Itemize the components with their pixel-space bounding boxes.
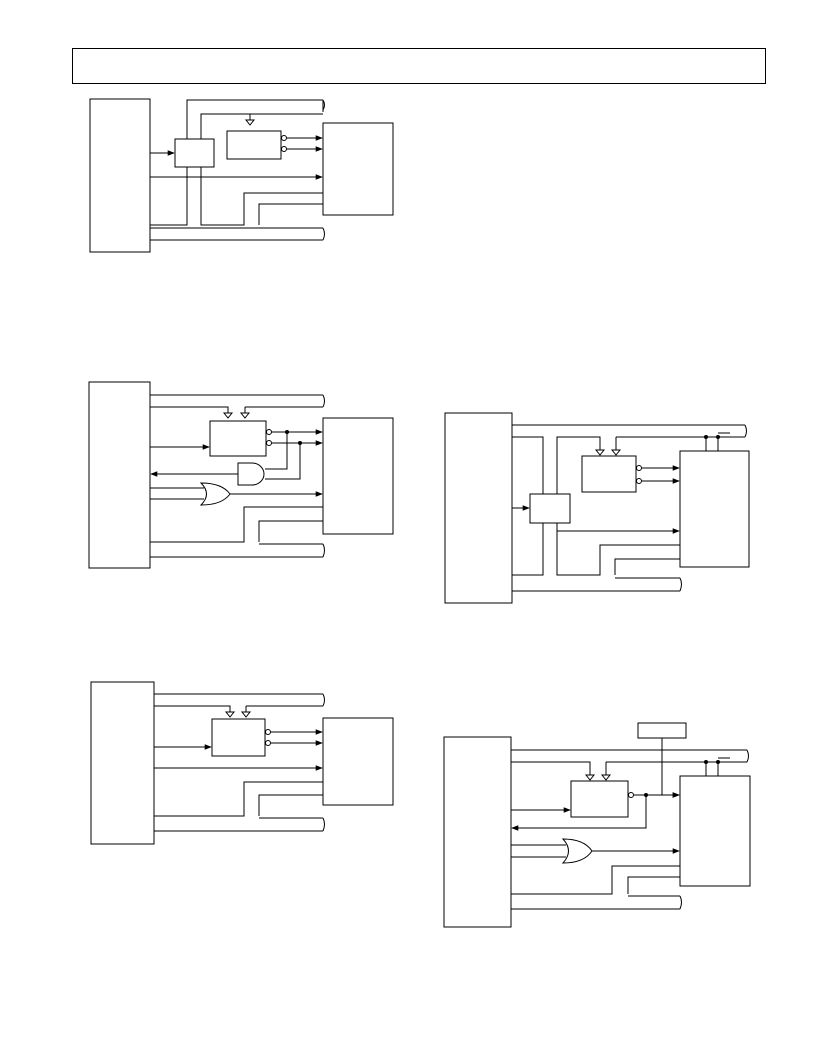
converter-block	[680, 776, 750, 886]
bus-to-decoder	[201, 114, 323, 139]
host-processor-block	[89, 382, 150, 568]
latch-block	[175, 139, 214, 167]
and-gate	[238, 463, 264, 485]
host-processor-block	[444, 737, 511, 927]
page-header	[72, 48, 766, 84]
converter-block	[680, 451, 749, 567]
host-processor-block	[91, 682, 154, 844]
clock-block	[638, 723, 686, 738]
host-processor-block	[90, 99, 150, 252]
host-processor-block	[445, 413, 512, 603]
data-bus-top	[187, 100, 325, 139]
decoder-block	[582, 456, 636, 492]
or-gate	[563, 839, 592, 863]
decoder-block	[571, 781, 628, 817]
decoder-block	[212, 719, 265, 756]
bottom-bus	[150, 228, 325, 240]
data-bus-top	[150, 395, 325, 413]
latch-block	[530, 494, 570, 523]
converter-block	[323, 418, 393, 534]
or-gate	[201, 483, 230, 505]
converter-block	[323, 123, 393, 215]
converter-block	[323, 718, 393, 805]
decoder-block	[210, 421, 266, 456]
decoder-block	[227, 131, 281, 159]
